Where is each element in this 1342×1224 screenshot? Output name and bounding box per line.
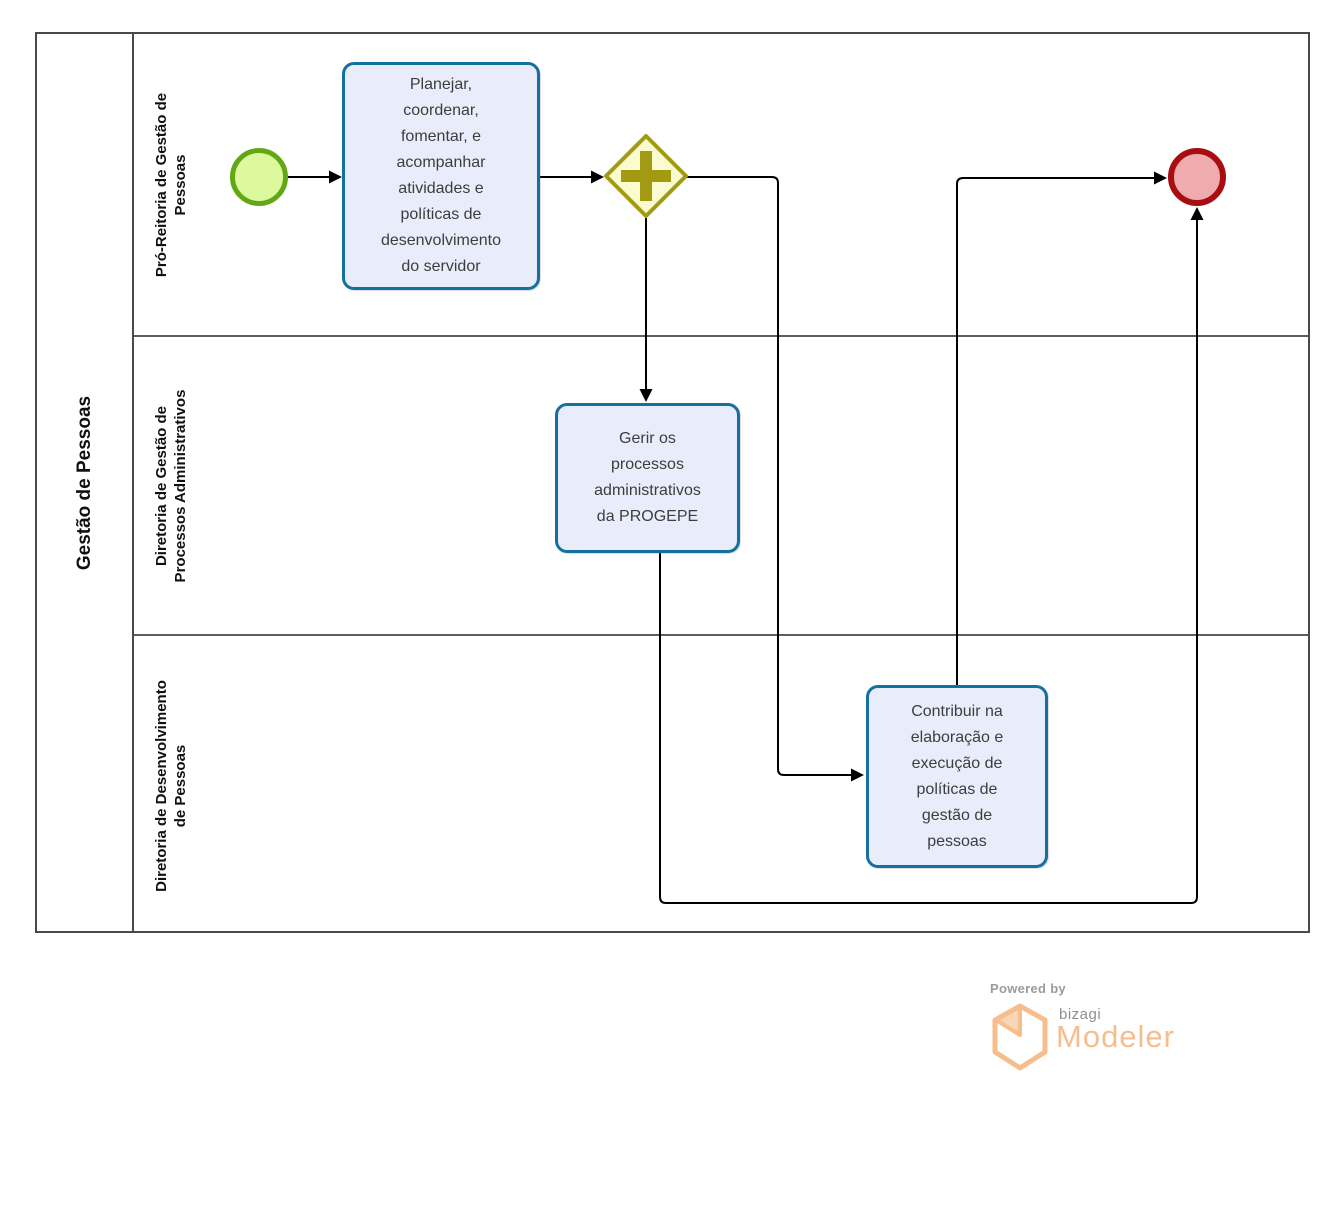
lane-diretoria-desenvolvimento-label-strip: Diretoria de Desenvolvimento de Pessoas [134, 636, 208, 935]
lane-pro-reitoria: Pró-Reitoria de Gestão de Pessoas [134, 34, 1308, 335]
task-gerir[interactable]: Gerir os processos administrativos da PR… [555, 403, 740, 553]
lane-pro-reitoria-label: Pró-Reitoria de Gestão de Pessoas [153, 92, 189, 277]
bizagi-hexagon-icon [992, 1003, 1048, 1071]
bizagi-wordmark: bizagi [1059, 1006, 1102, 1023]
task-contribuir-label: Contribuir na elaboração e execução de p… [910, 702, 1004, 850]
lane-diretoria-processos-label: Diretoria de Gestão de Processos Adminis… [153, 389, 189, 582]
pool-title: Gestão de Pessoas [73, 395, 95, 570]
task-planejar-label: Planejar, coordenar, fomentar, e acompan… [380, 76, 502, 275]
lane-diretoria-desenvolvimento-label: Diretoria de Desenvolvimento de Pessoas [153, 679, 189, 892]
task-planejar[interactable]: Planejar, coordenar, fomentar, e acompan… [342, 62, 540, 290]
lane-pro-reitoria-label-strip: Pró-Reitoria de Gestão de Pessoas [134, 34, 208, 335]
modeler-wordmark: Modeler [1056, 1019, 1175, 1054]
lane-diretoria-desenvolvimento: Diretoria de Desenvolvimento de Pessoas [134, 634, 1308, 935]
powered-by-label: Powered by [990, 981, 1066, 996]
lane-diretoria-processos-label-strip: Diretoria de Gestão de Processos Adminis… [134, 337, 208, 634]
task-contribuir[interactable]: Contribuir na elaboração e execução de p… [866, 685, 1048, 868]
bizagi-modeler-logo[interactable]: Powered by bizagi Modeler [985, 978, 1245, 1078]
pool-title-strip: Gestão de Pessoas [37, 34, 134, 931]
task-gerir-label: Gerir os processos administrativos da PR… [594, 430, 701, 525]
